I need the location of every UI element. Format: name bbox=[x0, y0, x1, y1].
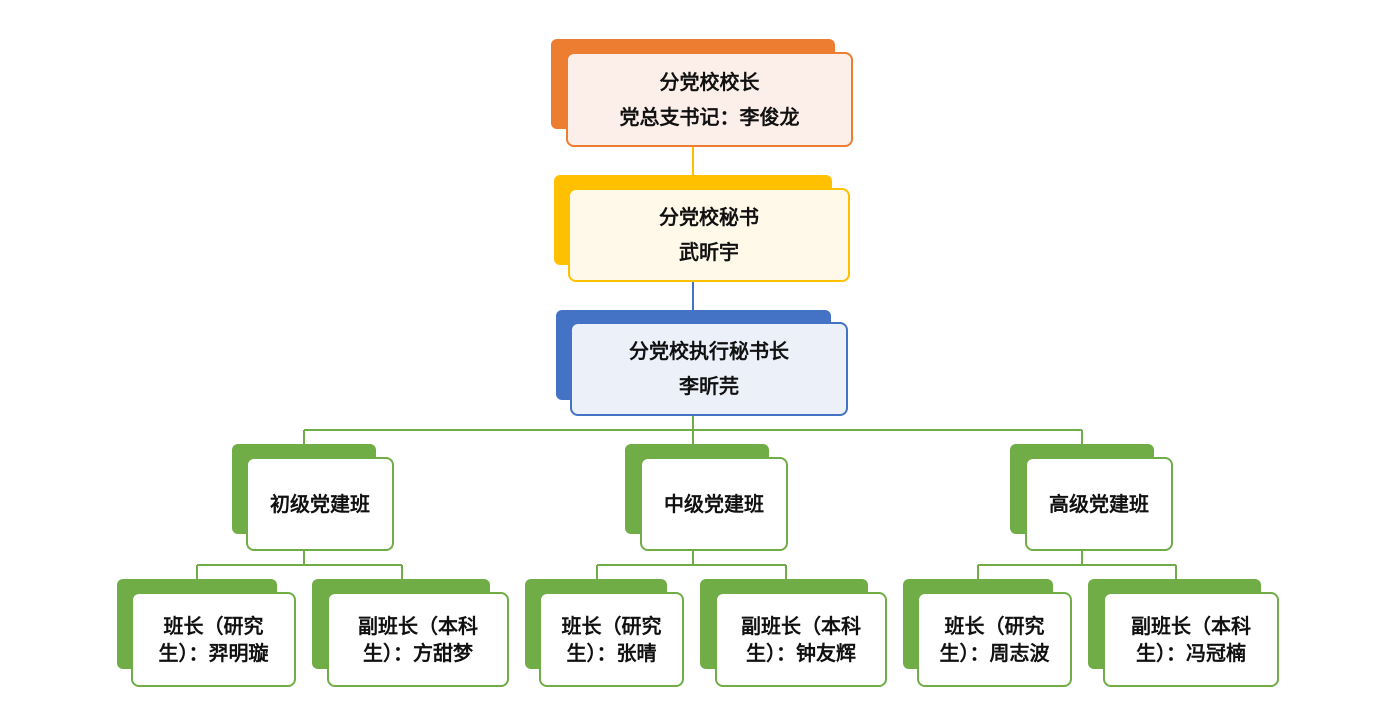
class-1-leader-line2: 生）：羿明璇 bbox=[158, 640, 269, 665]
principal-title: 分党校校长 bbox=[659, 69, 760, 94]
class-3-name: 高级党建班 bbox=[1049, 491, 1149, 516]
principal-name: 党总支书记：李俊龙 bbox=[619, 104, 800, 129]
class-3-leader-line2: 生）：周志波 bbox=[939, 640, 1050, 665]
class-2-deputy-line2: 生）：钟友辉 bbox=[746, 640, 856, 665]
class-3-box: 高级党建班 bbox=[1025, 457, 1173, 551]
class-2-name: 中级党建班 bbox=[664, 491, 764, 516]
class-2-deputy-box: 副班长（本科 生）：钟友辉 bbox=[715, 592, 887, 687]
secretary-name: 武昕宇 bbox=[679, 240, 739, 264]
class-1-box: 初级党建班 bbox=[246, 457, 394, 551]
class-3-deputy-line1: 副班长（本科 bbox=[1131, 613, 1251, 638]
class-1-leader-line1: 班长（研究 bbox=[163, 613, 264, 638]
class-3-leader-box: 班长（研究 生）：周志波 bbox=[917, 592, 1072, 687]
principal-box: 分党校校长 党总支书记：李俊龙 bbox=[566, 52, 853, 147]
class-1-deputy-box: 副班长（本科 生）：方甜梦 bbox=[327, 592, 509, 687]
class-1-name: 初级党建班 bbox=[270, 491, 370, 516]
secretary-title: 分党校秘书 bbox=[659, 205, 759, 229]
class-2-leader-box: 班长（研究 生）：张晴 bbox=[539, 592, 684, 687]
class-1-deputy-line1: 副班长（本科 bbox=[358, 613, 478, 638]
class-2-box: 中级党建班 bbox=[640, 457, 788, 551]
exec-secretary-title: 分党校执行秘书长 bbox=[629, 339, 789, 363]
secretary-box: 分党校秘书 武昕宇 bbox=[568, 188, 850, 282]
exec-secretary-name: 李昕芫 bbox=[679, 374, 739, 398]
class-3-leader-line1: 班长（研究 bbox=[944, 613, 1045, 638]
class-3-deputy-box: 副班长（本科 生）：冯冠楠 bbox=[1103, 592, 1279, 687]
class-1-leader-box: 班长（研究 生）：羿明璇 bbox=[131, 592, 296, 687]
class-2-leader-line2: 生）：张晴 bbox=[566, 640, 657, 665]
class-2-leader-line1: 班长（研究 bbox=[561, 613, 662, 638]
class-3-deputy-line2: 生）：冯冠楠 bbox=[1136, 640, 1246, 665]
class-1-deputy-line2: 生）：方甜梦 bbox=[363, 640, 473, 665]
exec-secretary-box: 分党校执行秘书长 李昕芫 bbox=[570, 322, 848, 416]
class-2-deputy-line1: 副班长（本科 bbox=[741, 613, 861, 638]
